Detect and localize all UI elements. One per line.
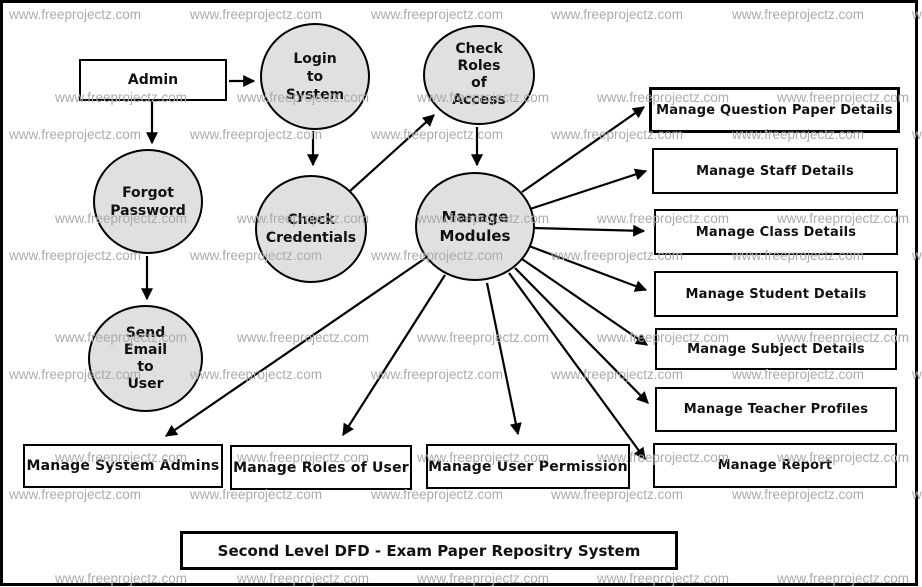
- box-label: Manage Report: [717, 458, 833, 473]
- arrow-modules-to-question-paper: [521, 106, 645, 193]
- box-label: Manage Subject Details: [687, 341, 865, 357]
- entity-admin-label: Admin: [127, 72, 179, 88]
- process-check-roles-of-access: Check Roles of Access: [423, 25, 535, 125]
- box-manage-report: Manage Report: [653, 443, 897, 488]
- box-label: Manage User Permission: [428, 458, 628, 475]
- arrow-modules-to-staff: [529, 168, 648, 211]
- box-manage-student-details: Manage Student Details: [654, 271, 898, 317]
- process-manage-modules: Manage Modules: [415, 172, 535, 281]
- process-label: Send Email to User: [123, 324, 168, 392]
- box-manage-roles-of-user: Manage Roles of User: [230, 445, 412, 490]
- box-label: Manage Roles of User: [233, 459, 409, 476]
- process-label: Check Credentials: [265, 212, 357, 246]
- box-manage-question-paper-details: Manage Question Paper Details: [649, 87, 900, 133]
- process-login-to-system: Login to System: [260, 23, 370, 130]
- box-label: Manage Teacher Profiles: [683, 402, 869, 417]
- arrow-modules-to-subject: [521, 258, 648, 346]
- box-label: Manage Class Details: [695, 224, 857, 240]
- process-forgot-password: Forgot Password: [93, 149, 203, 254]
- box-label: Manage System Admins: [26, 458, 220, 474]
- arrow-modules-to-student: [528, 244, 648, 292]
- process-check-credentials: Check Credentials: [255, 175, 367, 283]
- arrow-modules-to-user-permission: [485, 282, 522, 436]
- box-label: Manage Question Paper Details: [656, 102, 893, 118]
- process-label: Forgot Password: [110, 184, 186, 219]
- arrow-check-credentials-to-check-roles: [349, 114, 435, 192]
- box-manage-system-admins: Manage System Admins: [23, 444, 223, 488]
- arrow-modules-to-system-admins: [165, 256, 428, 437]
- diagram-title-box: Second Level DFD - Exam Paper Repositry …: [180, 531, 678, 570]
- box-manage-user-permission: Manage User Permission: [426, 444, 630, 489]
- process-label: Login to System: [285, 50, 345, 103]
- box-manage-subject-details: Manage Subject Details: [655, 328, 897, 370]
- arrow-modules-to-class: [532, 224, 646, 237]
- box-manage-staff-details: Manage Staff Details: [652, 148, 898, 194]
- arrow-modules-to-teacher: [514, 267, 649, 404]
- box-label: Manage Student Details: [685, 286, 867, 302]
- box-manage-class-details: Manage Class Details: [654, 209, 898, 255]
- entity-admin: Admin: [79, 59, 227, 101]
- process-label: Check Roles of Access: [452, 41, 506, 108]
- box-label: Manage Staff Details: [696, 163, 854, 179]
- process-label: Manage Modules: [439, 207, 511, 245]
- arrow-modules-to-report: [508, 272, 646, 460]
- process-send-email-to-user: Send Email to User: [88, 305, 203, 412]
- arrow-modules-to-roles-of-user: [342, 274, 446, 437]
- box-manage-teacher-profiles: Manage Teacher Profiles: [655, 387, 897, 432]
- diagram-title: Second Level DFD - Exam Paper Repositry …: [217, 541, 641, 560]
